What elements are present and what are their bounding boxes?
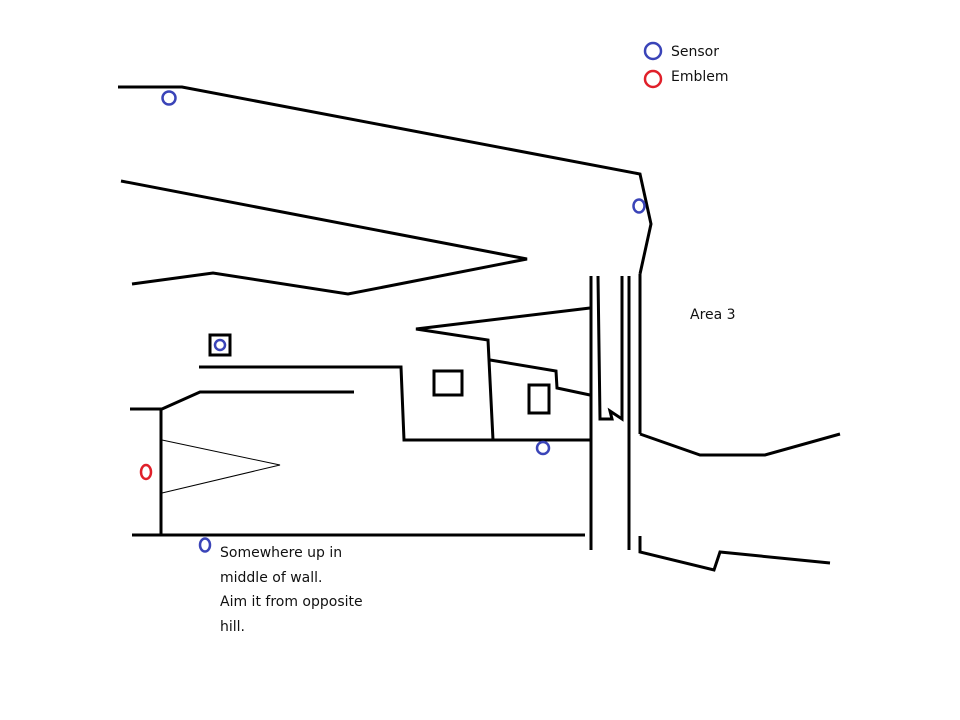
- window-left: [432, 369, 464, 397]
- sensor-icon: [643, 41, 663, 61]
- wall-roof-slope: [415, 306, 591, 441]
- sensor-box: [208, 333, 232, 357]
- wedge-marker: [161, 439, 281, 494]
- wall-inner-ledge: [130, 390, 354, 411]
- note-line: Somewhere up in: [220, 545, 343, 561]
- wall-middle-ledge: [120, 179, 528, 296]
- note-line: hill.: [220, 618, 245, 635]
- wall-left-platform: [199, 365, 590, 442]
- wall-top: [118, 85, 653, 275]
- emblem-icon: [643, 69, 663, 89]
- sensor-icon: [198, 537, 212, 553]
- sensor-icon: [535, 440, 551, 456]
- hill-right: [639, 432, 841, 457]
- sensor-icon: [632, 198, 646, 214]
- ground-lower-right: [638, 536, 831, 572]
- map-walls: [118, 85, 841, 572]
- sensor-icon: [213, 338, 227, 352]
- sensor-markers: [161, 41, 663, 553]
- note-line: middle of wall.: [220, 569, 323, 586]
- sensor-icon: [161, 90, 177, 106]
- legend-emblem-label: Emblem: [671, 69, 729, 85]
- sensor-note: Somewhere up in middle of wall. Aim it f…: [220, 541, 363, 639]
- emblem-icon: [139, 463, 153, 481]
- window-right: [527, 383, 551, 415]
- legend-sensor-label: Sensor: [671, 44, 719, 60]
- area-label: Area 3: [690, 307, 736, 323]
- tower-line-2: [596, 275, 624, 422]
- wall-stepped-roof: [489, 358, 591, 397]
- emblem-markers: [139, 69, 663, 481]
- note-line: Aim it from opposite: [220, 594, 363, 610]
